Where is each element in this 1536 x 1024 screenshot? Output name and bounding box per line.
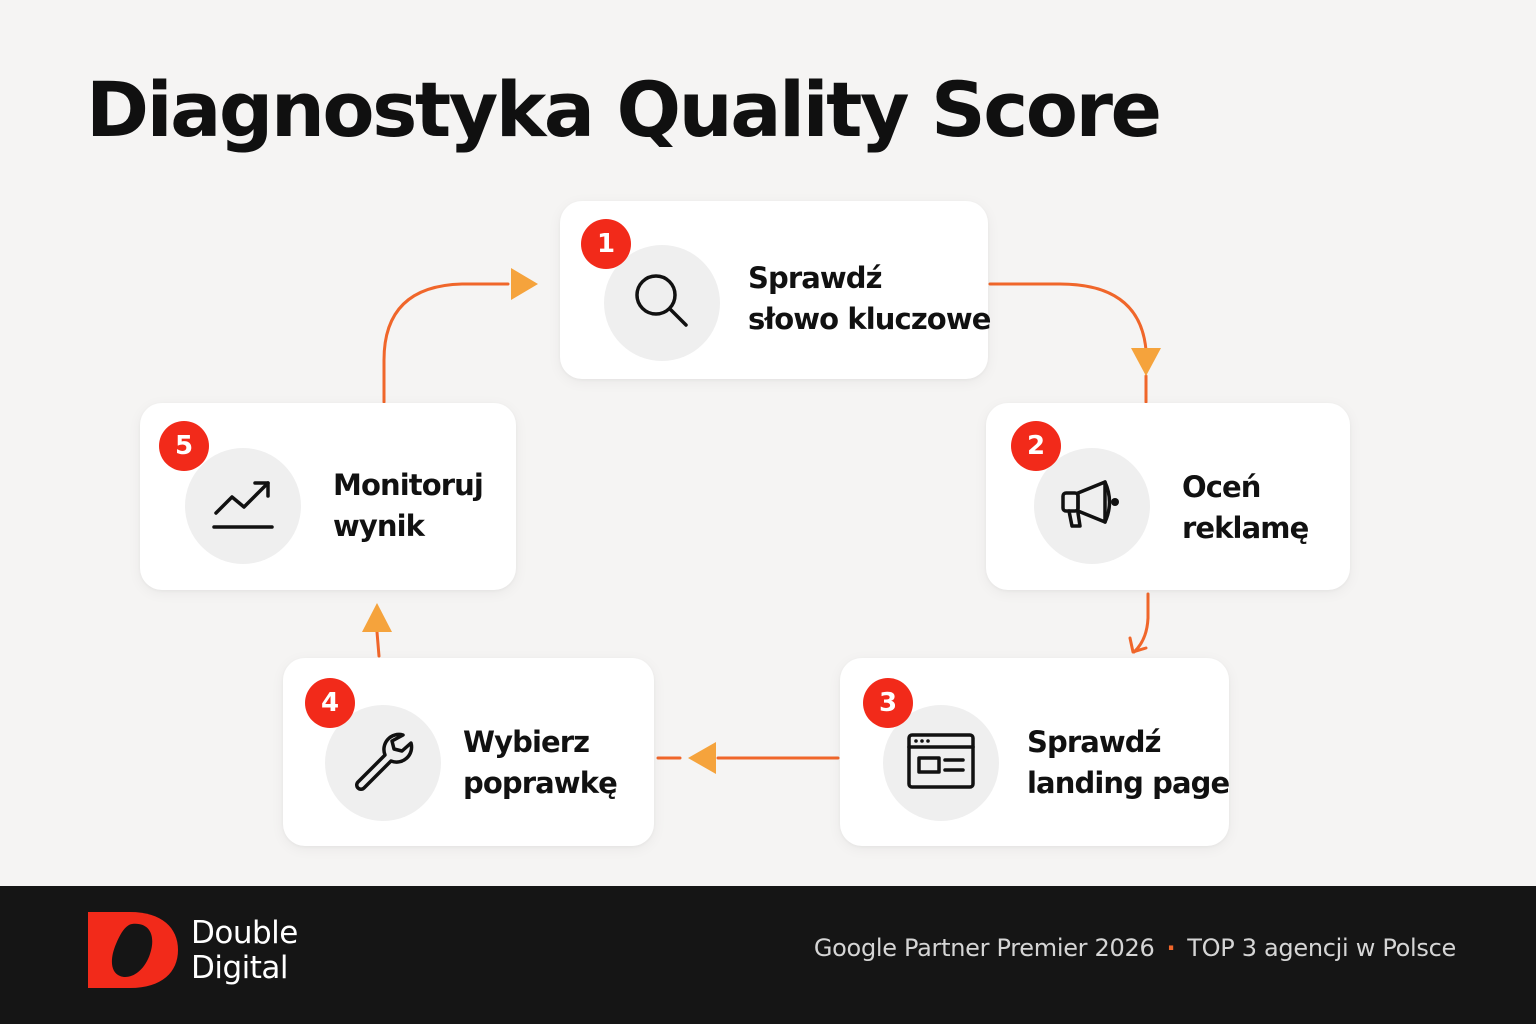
tagline-separator: · <box>1166 934 1176 962</box>
icon-circle-1 <box>604 245 720 361</box>
cycle-connectors <box>362 268 1161 774</box>
step-card-5: 5 Monitoruj wynik <box>140 403 516 590</box>
brand-wordmark: Double Digital <box>191 916 298 986</box>
step-label-line2: landing page <box>1027 766 1230 801</box>
step-card-3: 3 Sprawdź landing page <box>840 658 1230 846</box>
icon-circle-2 <box>1034 448 1150 564</box>
tagline-partner: Google Partner Premier 2026 <box>813 934 1155 962</box>
brand-wordmark-line1: Double <box>191 915 298 951</box>
arrow-2-to-3 <box>1132 592 1150 654</box>
arrow-1-to-2 <box>988 282 1148 352</box>
step-card-2: 2 Oceń reklamę <box>986 403 1350 590</box>
footer-bar: Double Digital Google Partner Premier 20… <box>0 886 1536 1024</box>
arrowhead-left <box>688 742 716 774</box>
page-title: Diagnostyka Quality Score <box>86 65 1162 154</box>
step-number-badge: 5 <box>159 421 209 471</box>
step-label: Oceń reklamę <box>1182 467 1309 549</box>
step-label: Monitoruj wynik <box>333 465 484 547</box>
step-label-line2: reklamę <box>1182 511 1309 546</box>
step-label-line2: poprawkę <box>463 766 618 801</box>
step-number-badge: 3 <box>863 678 913 728</box>
wrench-icon <box>349 727 417 799</box>
double-digital-logo-icon <box>86 910 178 994</box>
arrowhead-right <box>511 268 538 300</box>
step-label: Sprawdź słowo kluczowe <box>748 258 991 340</box>
icon-circle-4 <box>325 705 441 821</box>
step-number-badge: 4 <box>305 678 355 728</box>
step-card-4: 4 Wybierz poprawkę <box>283 658 654 846</box>
arrowhead-down <box>1131 348 1161 376</box>
arrow-4-to-5 <box>375 630 381 658</box>
arrowhead-small-down <box>1128 636 1148 654</box>
step-label-line1: Sprawdź <box>1027 725 1162 759</box>
tagline-ranking: TOP 3 agencji w Polsce <box>1187 934 1456 962</box>
megaphone-icon <box>1057 473 1127 539</box>
trend-up-chart-icon <box>210 475 276 537</box>
step-label: Wybierz poprawkę <box>463 722 618 804</box>
step-label-line2: słowo kluczowe <box>748 302 991 337</box>
step-label-line1: Sprawdź <box>748 261 883 295</box>
step-label-line2: wynik <box>333 509 425 544</box>
step-label-line1: Oceń <box>1182 470 1261 504</box>
icon-circle-5 <box>185 448 301 564</box>
icon-circle-3 <box>883 705 999 821</box>
step-number-badge: 2 <box>1011 421 1061 471</box>
step-number-badge: 1 <box>581 219 631 269</box>
arrow-5-to-1 <box>382 282 510 404</box>
search-icon <box>631 270 693 336</box>
footer-tagline: Google Partner Premier 2026 · TOP 3 agencj… <box>814 934 1456 962</box>
step-label-line1: Monitoruj <box>333 468 484 502</box>
arrowhead-up <box>362 603 392 632</box>
step-label: Sprawdź landing page <box>1027 722 1230 804</box>
step-label-line1: Wybierz <box>463 725 590 759</box>
brand-wordmark-line2: Digital <box>191 950 289 986</box>
step-card-1: 1 Sprawdź słowo kluczowe <box>560 201 991 379</box>
browser-window-icon <box>905 729 977 797</box>
